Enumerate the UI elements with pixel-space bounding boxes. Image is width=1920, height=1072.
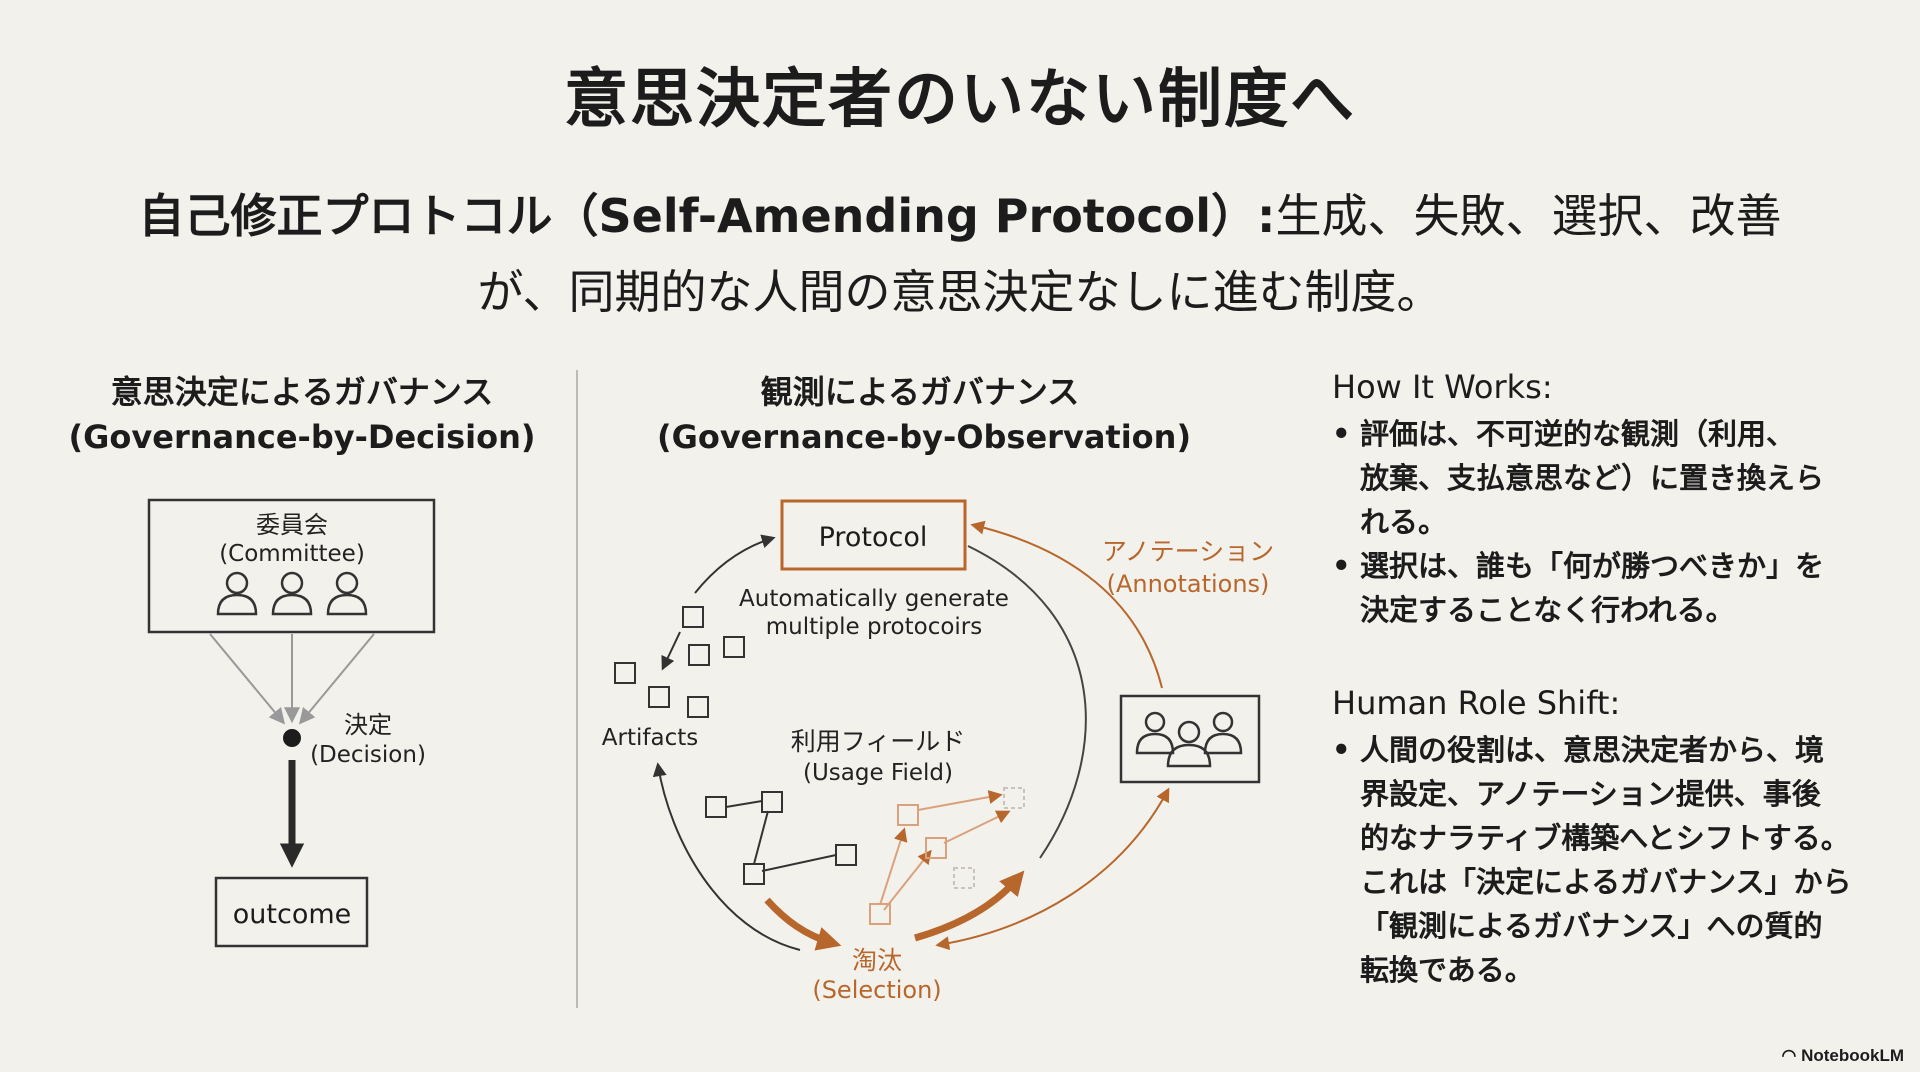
subtitle: 自己修正プロトコル（Self-Amending Protocol）:生成、失敗、… [100, 178, 1820, 330]
selection-out-arrow [914, 870, 1025, 942]
outcome-box [214, 876, 369, 948]
generate-text-line1: Automatically generate [739, 586, 1009, 612]
how-it-works-heading: How It Works: [1332, 368, 1553, 406]
human-role-heading: Human Role Shift: [1332, 684, 1621, 722]
annotations-arc [970, 520, 1163, 689]
middle-heading-jp: 観測によるガバナンス [761, 373, 1079, 411]
usage-field-label-en: (Usage Field) [803, 760, 953, 786]
committee-label-jp: 委員会 [256, 511, 328, 539]
how-b2-line1: 選択は、誰も「何が勝つべきか」を [1360, 549, 1825, 583]
how-b1-line3: れる。 [1360, 505, 1448, 539]
selection-in-arrow [764, 897, 842, 951]
protocol-box [780, 499, 967, 571]
artifacts-inner-arrow [661, 631, 681, 671]
selection-to-artifacts-arc [652, 762, 801, 951]
committee-to-decision-arrows [209, 633, 375, 725]
selection-label-jp: 淘汰 [852, 946, 902, 975]
human-b1-line4: これは「決定によるガバナンス」から [1360, 865, 1852, 899]
how-b1-line1: 評価は、不可逆的な観測（利用、 [1360, 417, 1796, 451]
usage-network-dark [705, 791, 857, 885]
users-group-icon [1135, 711, 1243, 768]
brand-label: NotebookLM [1801, 1046, 1904, 1065]
left-heading-jp: 意思決定によるガバナンス [111, 373, 493, 411]
middle-heading-en: (Governance-by-Observation) [657, 418, 1191, 456]
notebooklm-brand: ◠ NotebookLM [1781, 1046, 1904, 1066]
human-b1-line5: 「観測によるガバナンス」への質的 [1360, 909, 1823, 943]
left-heading-en: (Governance-by-Decision) [69, 418, 536, 456]
committee-people-icon [216, 571, 368, 616]
notebooklm-logo-icon: ◠ [1781, 1046, 1797, 1065]
human-b1-line6: 転換である。 [1360, 953, 1534, 987]
decision-label-en: (Decision) [310, 742, 426, 768]
protocol-label: Protocol [819, 522, 928, 553]
how-bullet-selection: 選択は、誰も「何が勝つべきか」を 決定することなく行われる。 [1332, 544, 1892, 632]
outcome-label: outcome [233, 899, 352, 930]
how-bullet-evaluation: 評価は、不可逆的な観測（利用、 放棄、支払意思など）に置き換えら れる。 [1332, 412, 1892, 544]
how-b2-line2: 決定することなく行われる。 [1360, 593, 1735, 627]
selection-label-en: (Selection) [812, 976, 941, 1004]
human-b1-line3: 的なナラティブ構築へとシフトする。 [1360, 821, 1850, 855]
human-b1-line1: 人間の役割は、意思決定者から、境 [1360, 733, 1825, 767]
subtitle-definition: 生成、失敗、選択、改善が、同期的な人間の意思決定なしに進む制度。 [477, 189, 1782, 319]
page-title: 意思決定者のいない制度へ [564, 63, 1356, 137]
decision-dot [283, 729, 301, 747]
usage-network-orange [869, 790, 1011, 925]
human-b1-line2: 界設定、アノテーション提供、事後 [1360, 777, 1821, 811]
user-feedback-arc [935, 787, 1170, 951]
committee-box [147, 498, 436, 634]
committee-label-en: (Committee) [219, 541, 365, 567]
how-b1-line2: 放棄、支払意思など）に置き換えら [1360, 461, 1825, 495]
human-role-bullet: 人間の役割は、意思決定者から、境 界設定、アノテーション提供、事後 的なナラティ… [1332, 728, 1892, 992]
users-box [1119, 694, 1261, 784]
faded-squares [953, 787, 1025, 889]
how-it-works-panel: How It Works: 評価は、不可逆的な観測（利用、 放棄、支払意思など）… [1332, 368, 1892, 992]
generate-arrow [694, 534, 776, 594]
annotations-label-jp: アノテーション [1102, 537, 1274, 566]
usage-field-label-jp: 利用フィールド [791, 727, 966, 756]
generate-text-line2: multiple protocoirs [766, 614, 983, 640]
subtitle-term: 自己修正プロトコル（Self-Amending Protocol）: [138, 189, 1276, 243]
artifacts-label: Artifacts [602, 725, 698, 751]
annotations-label-en: (Annotations) [1107, 570, 1270, 598]
decision-label-jp: 決定 [344, 711, 392, 739]
artifact-squares [614, 606, 745, 718]
